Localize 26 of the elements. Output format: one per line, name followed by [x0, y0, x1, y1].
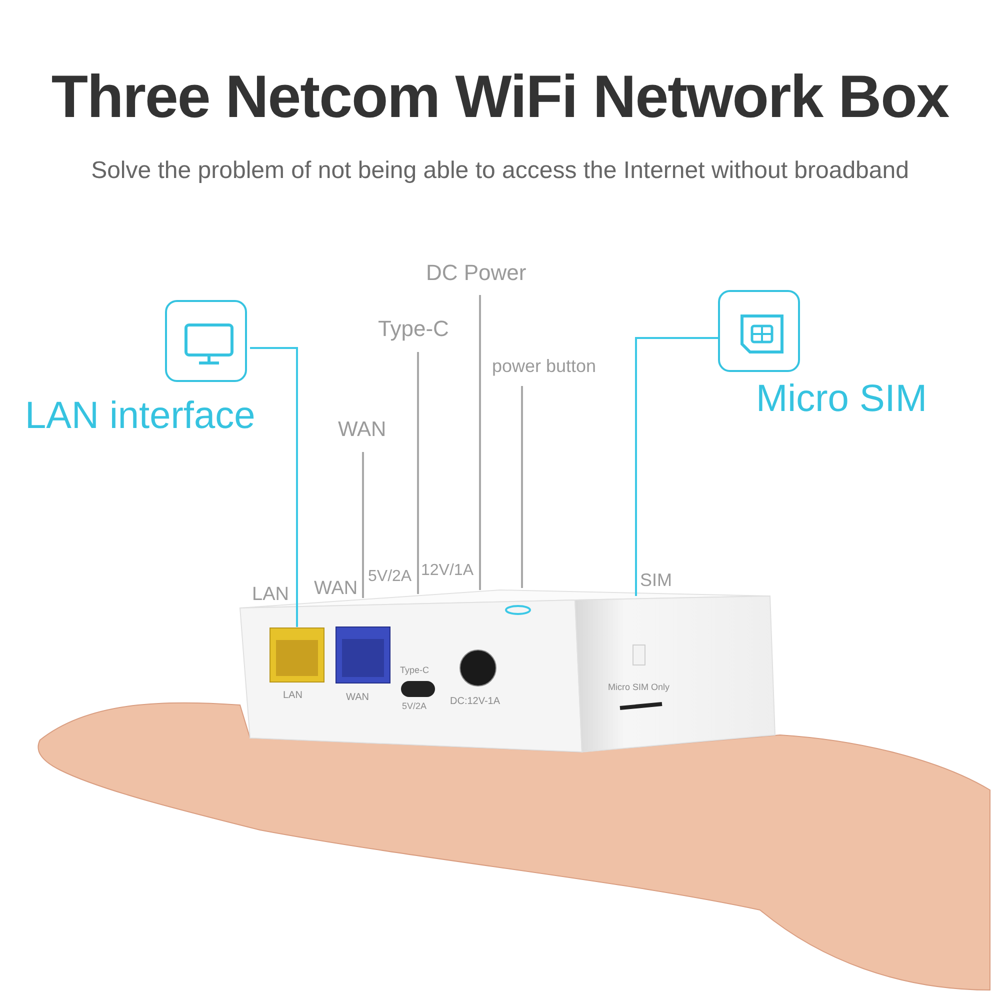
- callout-label: power button: [492, 356, 596, 377]
- callout-label: WAN: [338, 418, 386, 442]
- printed-port-label: LAN: [283, 690, 302, 701]
- callout-label: DC Power: [426, 260, 526, 286]
- printed-port-label: 5V/2A: [402, 701, 427, 711]
- leader-line: [417, 351, 419, 594]
- leader-line: [362, 451, 364, 598]
- callout-label: LAN interface: [25, 395, 256, 438]
- leader-line: [479, 294, 481, 590]
- leader-line: [521, 385, 523, 588]
- port-label: LAN: [252, 584, 289, 606]
- printed-port-label: Micro SIM Only: [608, 682, 670, 692]
- spec-label: 5V/2A: [368, 568, 412, 586]
- spec-label: 12V/1A: [421, 562, 474, 580]
- subtitle: Solve the problem of not being able to access the Internet without broadband: [90, 157, 910, 185]
- ethernet-port: [270, 628, 324, 682]
- leader-line: [250, 347, 298, 627]
- title: Three Netcom WiFi Network Box: [50, 62, 950, 131]
- port-label: WAN: [314, 578, 358, 600]
- leader-line: [635, 337, 718, 596]
- port-label: SIM: [640, 570, 672, 591]
- callout-label: Micro SIM: [756, 378, 927, 421]
- printed-port-label: WAN: [346, 692, 369, 703]
- callout-label: Type-C: [378, 316, 449, 342]
- printed-port-label: Type-C: [400, 665, 430, 675]
- printed-port-label: DC:12V-1A: [450, 696, 500, 707]
